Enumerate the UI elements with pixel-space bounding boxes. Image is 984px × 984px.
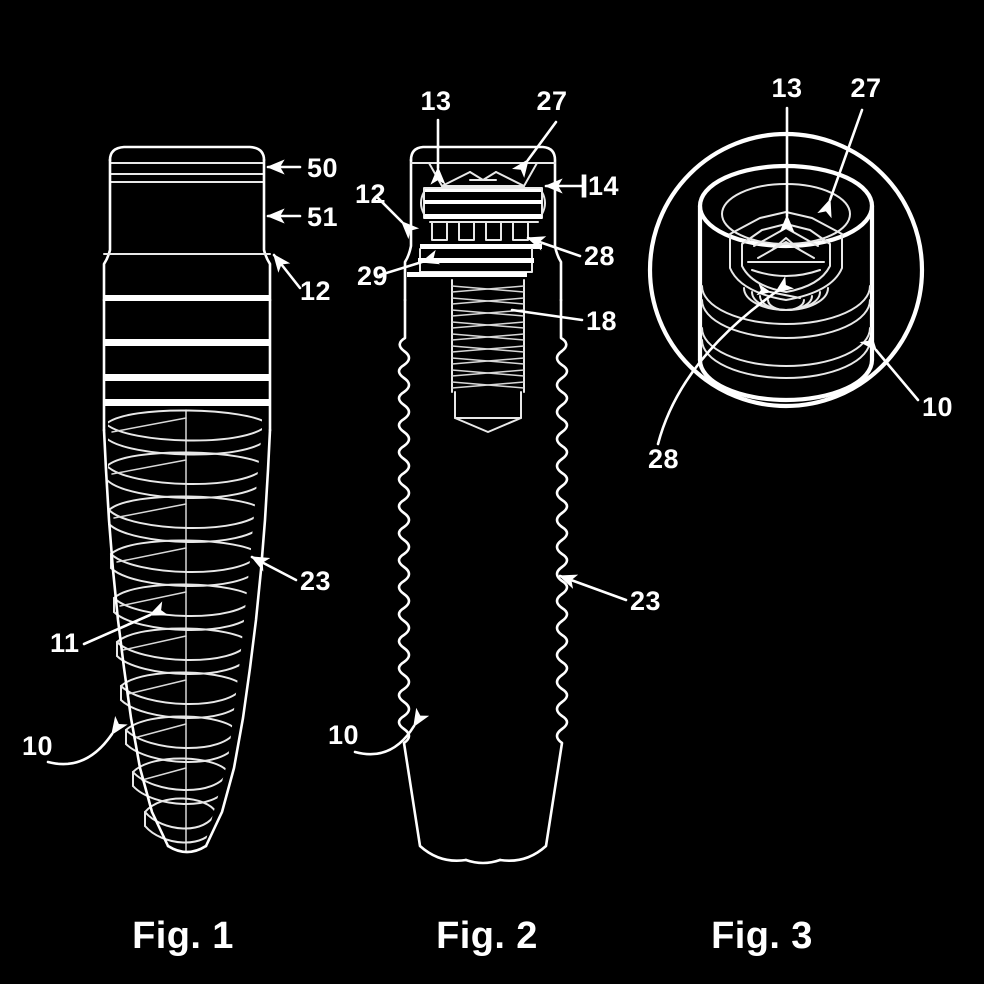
- fig2-ref-13: 13: [420, 86, 451, 116]
- fig1-collar-right-wall: [262, 158, 272, 302]
- fig1-leader-10: [46, 715, 128, 766]
- fig2-ref-12: 12: [355, 179, 386, 209]
- fig1-caption: Fig. 1: [132, 915, 234, 957]
- fig2-ref-10: 10: [328, 720, 359, 750]
- fig3-hex-chevron-mid: [757, 241, 815, 259]
- fig2-leader-28: [526, 236, 582, 258]
- fig2-leader-10: [353, 707, 430, 756]
- fig3-caption: Fig. 3: [711, 915, 813, 957]
- fig1-ref-11: 11: [50, 628, 80, 658]
- fig1-helix-crest-lines: [111, 417, 187, 781]
- fig1-apex: [166, 844, 208, 854]
- fig2-seat-left-bevel: [428, 162, 443, 187]
- fig1-band-3: [104, 374, 270, 381]
- fig2-hex-band-bot: [424, 214, 542, 219]
- fig2-seat-right-bevel: [523, 162, 538, 187]
- fig2-shoulder-band-2: [418, 258, 534, 263]
- fig3-hex-outer: [729, 211, 843, 301]
- fig1-top-chamfer: [108, 145, 266, 162]
- fig1-body-right-silhouette: [204, 428, 272, 848]
- fig1-thread-field: [108, 409, 262, 860]
- fig2-leaders: [353, 118, 628, 756]
- figure-2-group: 13 27 12 14 28 29 18 23 10: [328, 86, 661, 865]
- fig2-thread-profile-right: [498, 298, 569, 862]
- fig2-leader-23: [558, 574, 628, 602]
- fig2-leader-27: [511, 120, 558, 178]
- fig2-seat-apex-right: [495, 171, 525, 187]
- fig2-ref-18: 18: [586, 306, 617, 336]
- fig2-bore-bottom: [454, 391, 522, 433]
- fig1-ref-51: 51: [307, 202, 338, 232]
- fig2-leader-18: [510, 308, 584, 322]
- fig3-ref-10: 10: [922, 392, 953, 422]
- fig2-ref-28: 28: [584, 241, 615, 271]
- fig1-body-left-silhouette: [102, 428, 170, 848]
- fig2-ref-14: 14: [588, 171, 619, 201]
- fig2-internal-bore: [451, 279, 525, 433]
- fig2-leader-12: [376, 196, 420, 240]
- fig3-hex-peak: [771, 237, 801, 251]
- fig3-leader-27: [817, 108, 864, 219]
- fig3-leader-28: [656, 276, 794, 446]
- fig2-internal-slots: [429, 221, 539, 241]
- fig1-ref-23: 23: [300, 566, 331, 596]
- fig1-leader-23: [250, 555, 298, 582]
- fig2-shoulder-band-1: [420, 244, 542, 249]
- fig3-ref-27: 27: [850, 73, 881, 103]
- fig2-caption: Fig. 2: [436, 915, 538, 957]
- fig1-ref-10: 10: [22, 731, 53, 761]
- fig2-seat-apex-left: [441, 171, 471, 187]
- fig1-band-1: [104, 295, 270, 301]
- fig2-ref-29: 29: [357, 261, 388, 291]
- fig3-hex-band-b: [751, 269, 821, 277]
- fig2-ref-27: 27: [536, 86, 567, 116]
- fig2-thread-profile-left: [397, 298, 468, 862]
- fig1-leader-12: [272, 253, 302, 290]
- fig2-hex-socket-round-right: [541, 191, 546, 215]
- fig3-ref-28: 28: [648, 444, 679, 474]
- fig2-head-left-wall: [403, 158, 413, 302]
- figure-3-group: 13 27 10 28: [647, 73, 953, 474]
- fig2-hex-socket-round-left: [420, 191, 425, 215]
- fig3-leaders: [656, 106, 920, 446]
- fig2-platform-band: [407, 272, 527, 277]
- fig3-ref-13: 13: [771, 73, 802, 103]
- fig2-apex-round: [464, 858, 502, 865]
- fig2-head-outline: [409, 145, 563, 302]
- fig1-ref-12: 12: [300, 276, 331, 306]
- fig1-band-2: [104, 339, 270, 346]
- fig3-leader-10: [859, 332, 920, 402]
- fig1-collar-left-wall: [102, 158, 112, 302]
- fig2-ref-23: 23: [630, 586, 661, 616]
- fig3-hex-inner-1: [741, 223, 831, 293]
- fig2-hex-band-mid: [424, 200, 542, 204]
- figure-1-group: 50 51 12 23 11 10: [22, 145, 338, 860]
- fig3-hex-socket: [729, 211, 843, 301]
- fig1-band-4: [104, 399, 270, 406]
- fig2-bore-thread-rows: [451, 285, 525, 389]
- fig3-bottom-rim: [697, 357, 875, 403]
- fig2-leader-29: [378, 249, 441, 277]
- fig1-helix-turns: [108, 409, 262, 844]
- fig1-leaders: [46, 159, 302, 766]
- fig2-seat-center-peak: [469, 171, 497, 181]
- fig1-ref-50: 50: [307, 153, 338, 183]
- fig2-hex-band-top: [424, 188, 542, 192]
- fig1-leader-11: [82, 601, 169, 646]
